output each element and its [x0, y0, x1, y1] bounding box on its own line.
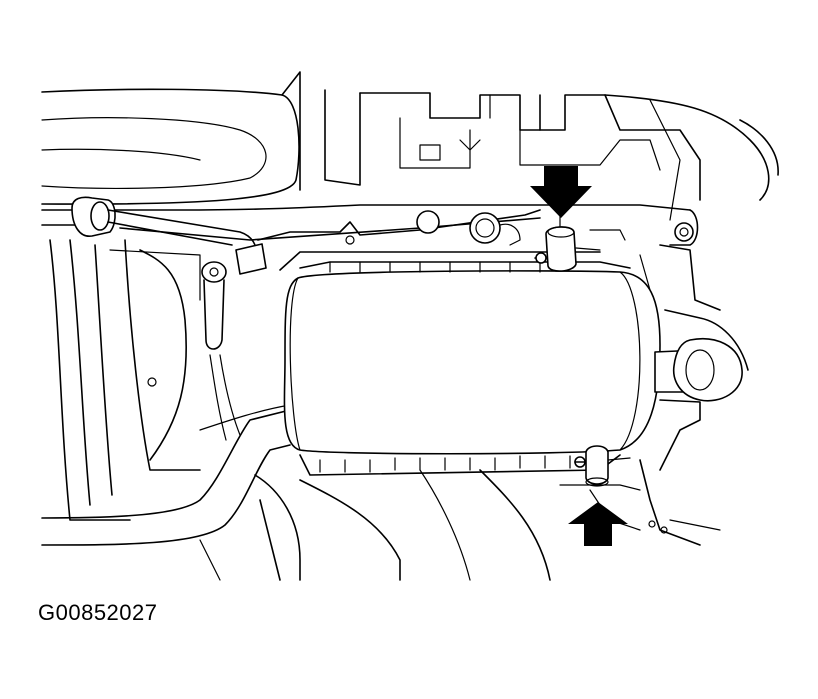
muffler	[283, 261, 661, 476]
stabilizer-bar	[41, 404, 291, 546]
arrow-down-icon	[530, 166, 592, 218]
tailpipe	[654, 309, 749, 471]
right-side-panel	[639, 244, 721, 546]
fastener-marks	[147, 377, 668, 534]
rubber-strap-link	[201, 261, 241, 441]
hanger-bracket-left	[71, 196, 267, 275]
muffler-hanger-upper	[534, 226, 601, 272]
crossmember	[257, 209, 694, 271]
spare-tire-outline	[41, 71, 301, 205]
figure-caption: G00852027	[38, 600, 158, 625]
lower-floor	[199, 469, 641, 581]
upper-body-panel	[324, 89, 779, 221]
muffler-hanger-lower	[574, 445, 631, 487]
arrow-up-icon	[568, 502, 628, 546]
